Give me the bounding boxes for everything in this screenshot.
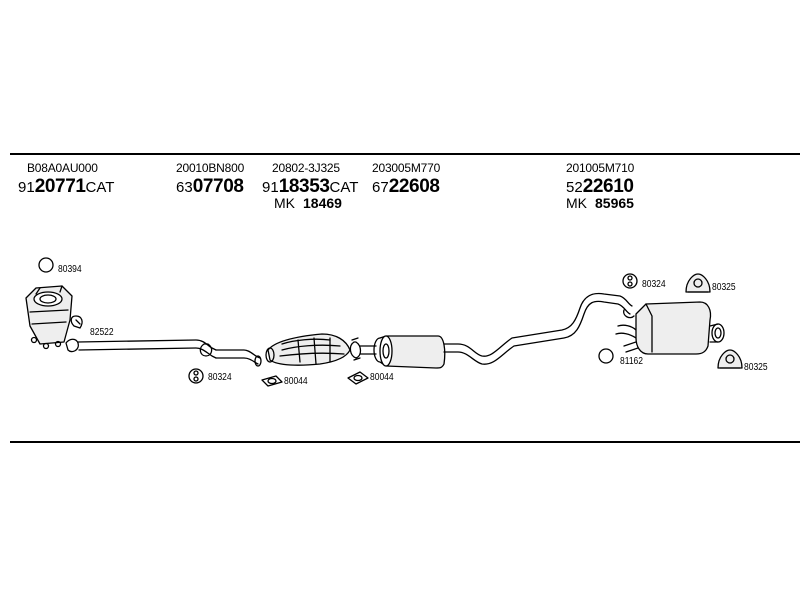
oe-number-2: 20010BN800 xyxy=(176,161,245,175)
part-number-prefix: 52 xyxy=(566,179,583,196)
flange-gasket-icon xyxy=(261,375,283,387)
part-number-prefix: 91 xyxy=(262,179,279,196)
label-80394: 80394 xyxy=(58,264,82,275)
centre-muffler-icon xyxy=(359,335,446,369)
part-number-main: 22610 xyxy=(582,176,634,197)
clamp-icon xyxy=(70,315,83,329)
label-82522: 82522 xyxy=(90,327,114,338)
part-number-3: 9118353CAT xyxy=(262,177,358,196)
bottom-rule xyxy=(10,441,800,443)
part-number-prefix: 91 xyxy=(18,179,35,196)
part-number-1: 9120771CAT xyxy=(18,177,114,196)
part-number-main: 20771 xyxy=(34,176,86,197)
rear-pipe-icon xyxy=(443,292,637,365)
part-number-prefix: 67 xyxy=(372,179,389,196)
part-number-4: 6722608 xyxy=(372,177,440,196)
label-81162: 81162 xyxy=(620,356,644,367)
oe-number-1: B08A0AU000 xyxy=(27,161,98,175)
oe-number-5: 201005M710 xyxy=(566,161,635,175)
oe-number-4: 203005M770 xyxy=(372,161,441,175)
part-number-prefix: 63 xyxy=(176,179,193,196)
mk-value: 18469 xyxy=(303,195,342,211)
hanger-mount-icon xyxy=(685,273,711,293)
label-80044-b: 80044 xyxy=(370,372,394,383)
label-80325-top: 80325 xyxy=(712,282,736,293)
label-80044-a: 80044 xyxy=(284,376,308,387)
mk-prefix: MK xyxy=(566,195,587,211)
part-number-suffix: CAT xyxy=(85,179,115,196)
mk-number-5: MK 85965 xyxy=(566,195,634,211)
part-number-main: 18353 xyxy=(278,176,330,197)
seal-ring-icon xyxy=(598,348,614,364)
mk-value: 85965 xyxy=(595,195,634,211)
rubber-mount-icon xyxy=(188,368,204,384)
oe-number-3: 20802-3J325 xyxy=(272,161,340,175)
mk-number-3: MK 18469 xyxy=(274,195,342,211)
catalytic-converter-icon xyxy=(25,285,73,350)
catalytic-converter-2-icon xyxy=(265,333,351,366)
part-number-main: 07708 xyxy=(192,176,244,197)
flange-clamp-icon xyxy=(349,337,362,361)
top-rule xyxy=(10,153,800,155)
front-pipe-icon xyxy=(65,338,262,367)
label-80324-left: 80324 xyxy=(208,372,232,383)
rubber-mount-icon xyxy=(622,273,638,289)
part-number-5: 5222610 xyxy=(566,177,634,196)
flange-gasket-icon xyxy=(347,371,369,385)
part-number-2: 6307708 xyxy=(176,177,244,196)
label-80324-right: 80324 xyxy=(642,279,666,290)
gasket-ring-icon xyxy=(38,257,54,273)
part-number-main: 22608 xyxy=(388,176,440,197)
mk-prefix: MK xyxy=(274,195,295,211)
rear-muffler-icon xyxy=(623,301,725,355)
part-number-suffix: CAT xyxy=(329,179,359,196)
hanger-mount-icon xyxy=(717,349,743,369)
label-80325-bottom: 80325 xyxy=(744,362,768,373)
